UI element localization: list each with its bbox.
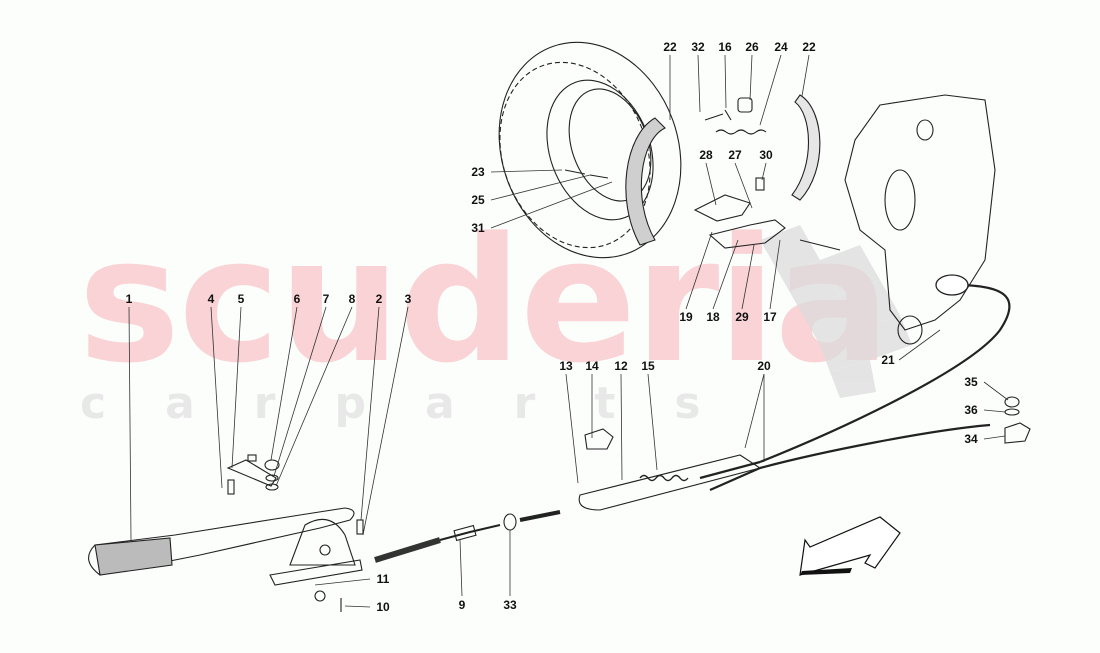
callout-19: 19 <box>679 310 693 324</box>
callout-8: 8 <box>348 292 356 306</box>
callout-21: 21 <box>881 353 895 367</box>
callout-22: 22 <box>802 40 816 54</box>
checkered-flag-icon <box>760 225 912 398</box>
callout-32: 32 <box>691 40 705 54</box>
callout-22: 22 <box>663 40 677 54</box>
callout-14: 14 <box>585 359 599 373</box>
callout-31: 31 <box>471 221 485 235</box>
brake-disc <box>498 41 682 259</box>
brake-cables <box>699 283 1011 492</box>
callout-10: 10 <box>376 600 390 614</box>
callout-20: 20 <box>757 359 771 373</box>
callout-25: 25 <box>471 193 485 207</box>
callout-27: 27 <box>728 148 742 162</box>
equalizer-bar <box>578 454 762 511</box>
callout-18: 18 <box>706 310 720 324</box>
callout-3: 3 <box>404 292 412 306</box>
callout-35: 35 <box>964 375 978 389</box>
callout-36: 36 <box>964 403 978 417</box>
callout-24: 24 <box>774 40 788 54</box>
callout-9: 9 <box>458 598 466 612</box>
brake-shoe-right <box>791 94 821 201</box>
callout-34: 34 <box>964 432 978 446</box>
callout-11: 11 <box>376 572 390 586</box>
callout-13: 13 <box>559 359 573 373</box>
callout-4: 4 <box>207 292 215 306</box>
callout-28: 28 <box>699 148 713 162</box>
callout-6: 6 <box>293 292 301 306</box>
brake-shoe-left <box>625 117 666 246</box>
callout-26: 26 <box>745 40 759 54</box>
callout-16: 16 <box>718 40 732 54</box>
hub-carrier <box>844 94 996 345</box>
direction-arrow-icon <box>799 516 901 576</box>
callout-15: 15 <box>641 359 655 373</box>
watermark-subtitle: carparts <box>80 378 760 429</box>
callout-7: 7 <box>322 292 330 306</box>
callout-17: 17 <box>763 310 777 324</box>
callout-12: 12 <box>614 359 628 373</box>
callout-29: 29 <box>735 310 749 324</box>
watermark-brand: scuderia <box>78 200 890 401</box>
callout-1: 1 <box>125 292 133 306</box>
callout-30: 30 <box>759 148 773 162</box>
callout-33: 33 <box>503 598 517 612</box>
callout-23: 23 <box>471 165 485 179</box>
handbrake-lever <box>88 507 363 602</box>
callout-2: 2 <box>375 292 383 306</box>
callout-5: 5 <box>237 292 245 306</box>
